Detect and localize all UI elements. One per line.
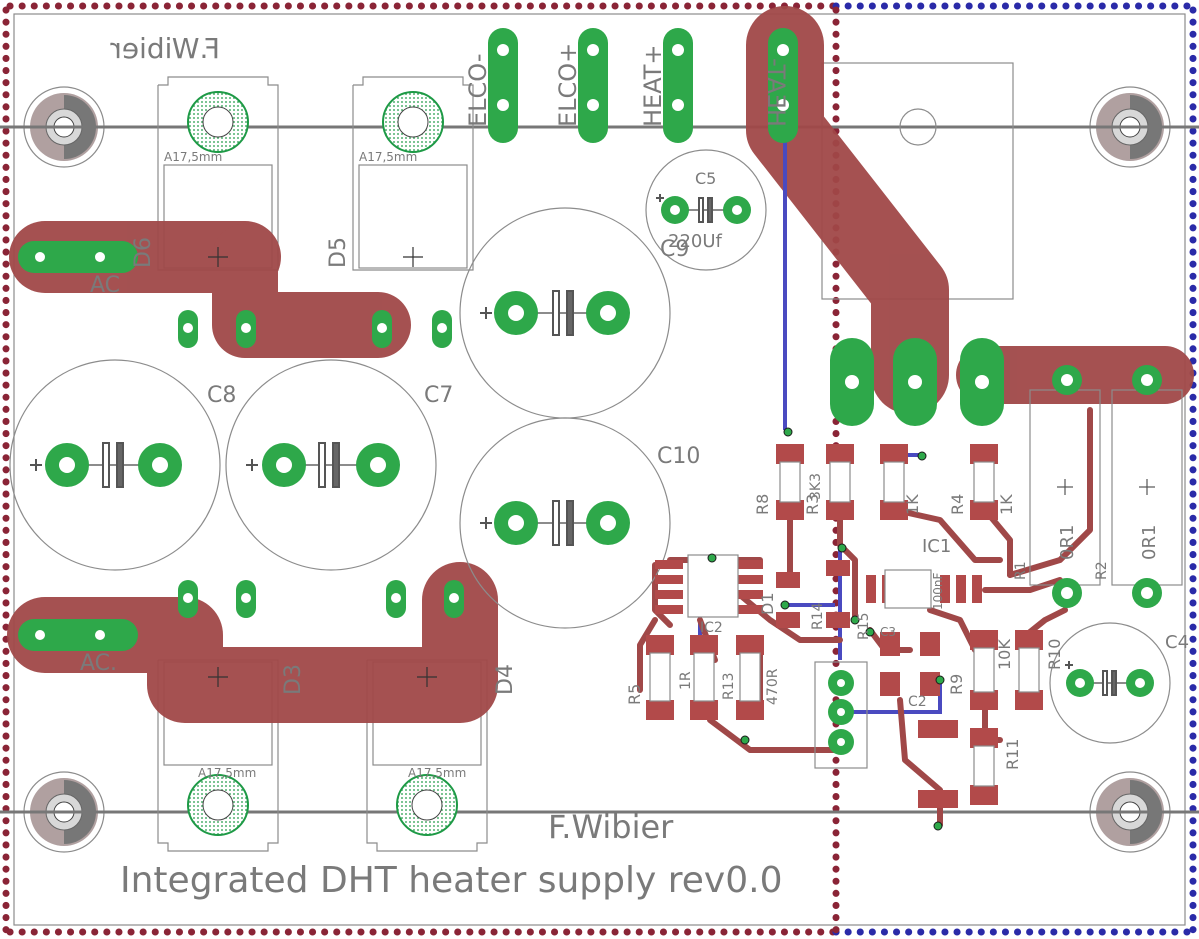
value-0r1-a: 0R1 xyxy=(1057,525,1078,560)
value-1k-a: 1K xyxy=(903,494,922,515)
label-c2: C2 xyxy=(908,694,927,710)
label-r14: R14 xyxy=(810,602,826,630)
label-r3: R3 xyxy=(803,494,822,515)
net-ac-top: AC xyxy=(90,273,120,298)
label-r11: R11 xyxy=(1003,739,1022,770)
heatsink-label-2: A17,5mm xyxy=(359,150,417,164)
heatsink-label-1: A17,5mm xyxy=(164,150,222,164)
label-c8: C8 xyxy=(207,383,236,408)
label-c4: C4 xyxy=(1165,632,1189,653)
value-10k: 10K xyxy=(995,639,1014,670)
label-r8: R8 xyxy=(753,494,772,515)
net-ac-bottom: AC. xyxy=(80,651,117,676)
regulator-hole xyxy=(899,108,937,146)
connector-heat-plus: HEAT+ xyxy=(639,44,667,127)
label-r15: R15 xyxy=(856,612,872,640)
value-1r: 1R xyxy=(678,671,694,690)
label-ic2: IC2 xyxy=(700,620,723,636)
label-d3: D3 xyxy=(281,664,306,695)
smd-pads xyxy=(646,444,1043,808)
value-0r1-b: 0R1 xyxy=(1139,525,1160,560)
label-ic1: IC1 xyxy=(922,536,951,557)
label-r13: R13 xyxy=(721,672,737,700)
label-d1: D1 xyxy=(758,593,777,616)
smd-outlines xyxy=(649,461,1040,787)
tht-holes xyxy=(35,44,1153,746)
connector-elco-plus: ELCO+ xyxy=(554,43,582,127)
label-r9: R9 xyxy=(947,674,966,695)
label-c7: C7 xyxy=(424,383,453,408)
capacitor-symbols xyxy=(30,194,1135,696)
label-d4: D4 xyxy=(493,664,518,695)
label-c5-value: 220Uf xyxy=(668,231,723,252)
label-d6: D6 xyxy=(131,237,156,268)
value-470r: 470R xyxy=(765,668,781,705)
label-r1: R1 xyxy=(1013,561,1029,580)
label-r10: R10 xyxy=(1045,639,1064,670)
heatsink-label-3: A17,5mm xyxy=(198,766,256,780)
label-r5: R5 xyxy=(625,684,644,705)
vias xyxy=(707,427,945,831)
label-c5: C5 xyxy=(695,169,716,188)
label-c3: C3 xyxy=(880,625,896,639)
label-c10: C10 xyxy=(657,444,700,469)
label-r2: R2 xyxy=(1094,561,1110,580)
diode-markers xyxy=(208,247,437,687)
silkscreen-text: F.Wibier F.Wibier Integrated DHT heater … xyxy=(80,32,1189,901)
label-c9: C9 xyxy=(660,237,689,262)
heatsink-holes xyxy=(187,91,458,836)
value-1k-b: 1K xyxy=(997,494,1016,515)
label-d5: D5 xyxy=(326,237,351,268)
capacitor-outlines xyxy=(9,149,1171,744)
heatsink-label-4: A17,5mm xyxy=(408,766,466,780)
author-label: F.Wibier xyxy=(548,808,674,846)
connector-heat-minus: HEAT- xyxy=(762,58,790,127)
value-100nf: 100nF xyxy=(931,572,945,610)
author-mirrored: F.Wibier xyxy=(110,32,220,65)
label-r4: R4 xyxy=(948,494,967,515)
project-title: Integrated DHT heater supply rev0.0 xyxy=(120,860,782,901)
connector-elco-minus: ELCO- xyxy=(464,53,492,127)
value-3k3: 3K3 xyxy=(808,473,824,500)
